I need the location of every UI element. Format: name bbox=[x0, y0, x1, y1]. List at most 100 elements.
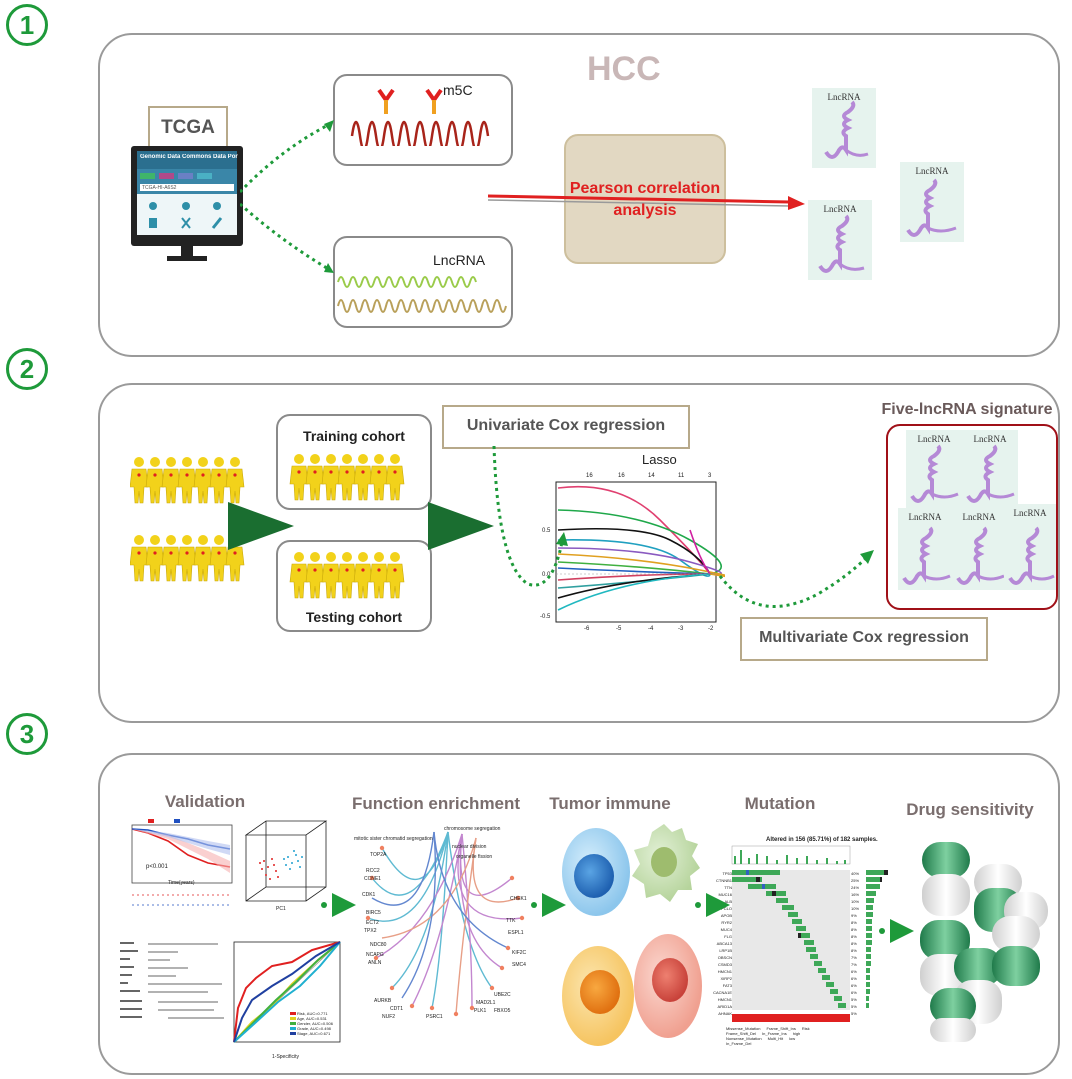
roc-xlabel: 1-Specificity bbox=[272, 1054, 299, 1060]
risk-legend-title: Risk bbox=[801, 1026, 810, 1031]
mutation-gene: ARID1A bbox=[717, 1004, 732, 1009]
lncrna-hairpin-icon bbox=[910, 444, 959, 503]
mutation-pct: 5% bbox=[851, 997, 857, 1002]
lncrna-card: LncRNA bbox=[808, 200, 872, 280]
testing-cohort-label: Testing cohort bbox=[305, 609, 403, 625]
lasso-top-tick: 16 bbox=[586, 473, 593, 479]
lncrna-card: LncRNA bbox=[898, 508, 952, 590]
km-pvalue: p<0.001 bbox=[146, 864, 168, 870]
roc-legend-item: Gender, AUC=0.506 bbox=[297, 1021, 333, 1026]
pearson-label: Pearson correlation analysis bbox=[569, 180, 721, 219]
mutation-legend-item: In_Frame_Ins bbox=[762, 1031, 787, 1036]
flow-arrow-icon bbox=[531, 893, 566, 917]
network-term: mitotic sister chromatid segregation bbox=[354, 836, 433, 842]
function-title: Function enrichment bbox=[351, 794, 521, 813]
mutation-gene: FAT3 bbox=[722, 983, 732, 988]
mutation-title: Mutation bbox=[744, 794, 816, 813]
multivariate-label: Multivariate Cox regression bbox=[759, 629, 969, 646]
roc-legend-item: Grade, AUC=0.498 bbox=[297, 1026, 331, 1031]
lncrna-hairpin-icon bbox=[906, 178, 957, 237]
risk-legend-item: high bbox=[792, 1031, 801, 1036]
mutation-pct: 5% bbox=[851, 1004, 857, 1009]
portal-title: Genomic Data Commons Data Portal bbox=[140, 154, 238, 160]
network-gene: PSRC1 bbox=[426, 1014, 443, 1020]
mutation-gene: TTN bbox=[724, 885, 732, 890]
model-arrow-icon bbox=[428, 502, 494, 550]
mutation-pct: 10% bbox=[851, 906, 860, 911]
lncrna-card: LncRNA bbox=[906, 430, 962, 508]
mutation-gene: MUC4 bbox=[720, 927, 732, 932]
lncrna-card-label: LncRNA bbox=[1013, 508, 1047, 518]
network-gene: TPX2 bbox=[364, 928, 377, 934]
pca-3d-plot bbox=[244, 820, 328, 902]
mutation-gene: CACNA1E bbox=[713, 990, 732, 995]
roc-legend: Risk, AUC=0.771 Age, AUC=0.531 Gender, A… bbox=[297, 1011, 333, 1036]
network-term: organelle fission bbox=[456, 854, 493, 860]
lncrna-hairpin-icon bbox=[956, 526, 1005, 585]
portal-search: TCGA-HI-A6S2 bbox=[142, 185, 177, 191]
lasso-title: Lasso bbox=[642, 452, 677, 467]
mutation-pct: 40% bbox=[851, 871, 860, 876]
risk-legend-item: low bbox=[789, 1036, 796, 1041]
panel-analysis bbox=[98, 753, 1060, 1075]
km-xlabel: Time(years) bbox=[168, 880, 195, 886]
lncrna-card-label: LncRNA bbox=[823, 204, 857, 214]
m5c-rna-icon bbox=[350, 88, 490, 146]
split-arrow-icon bbox=[228, 502, 294, 550]
mutation-pct: 6% bbox=[851, 990, 857, 995]
roc-legend-item: Age, AUC=0.531 bbox=[297, 1016, 327, 1021]
multivariate-box bbox=[740, 617, 988, 661]
mutation-header: Altered in 156 (85.71%) of 182 samples. bbox=[766, 837, 878, 843]
lncrna-card-label: LncRNA bbox=[827, 92, 861, 102]
mutation-gene: TP53 bbox=[722, 871, 732, 876]
lncrna-card: LncRNA bbox=[1004, 504, 1056, 590]
network-gene: CDT1 bbox=[390, 1006, 404, 1012]
network-gene: UBE2C bbox=[494, 992, 511, 998]
mutation-legend-item: Multi_Hit bbox=[767, 1036, 784, 1041]
mutation-legend-item: Missense_Mutation bbox=[726, 1026, 761, 1031]
lncrna-card: LncRNA bbox=[812, 88, 876, 168]
lncrna-card-label: LncRNA bbox=[973, 434, 1007, 444]
mutation-pct: 10% bbox=[851, 899, 860, 904]
network-gene: ECT2 bbox=[366, 920, 379, 926]
mutation-pct: 25% bbox=[851, 878, 860, 883]
network-gene: NDC80 bbox=[370, 942, 387, 948]
flow-arrow-icon bbox=[879, 919, 914, 943]
network-term: chromosome segregation bbox=[444, 826, 501, 832]
training-cohort-label: Training cohort bbox=[303, 428, 405, 444]
lncrna-card: LncRNA bbox=[962, 430, 1018, 508]
lncrna-hairpin-icon bbox=[824, 100, 869, 159]
network-gene: AURKB bbox=[374, 998, 392, 1004]
roc-plot bbox=[233, 941, 341, 1043]
mutation-gene: HMCN1 bbox=[717, 997, 732, 1002]
pca-xlabel: PC1 bbox=[276, 906, 286, 912]
mutation-pct: 24% bbox=[851, 885, 860, 890]
network-gene: NCAPG bbox=[366, 952, 384, 958]
network-gene: SMC4 bbox=[512, 962, 526, 968]
network-gene: KIF2C bbox=[512, 950, 527, 956]
mutation-gene: AHNAK bbox=[718, 1011, 732, 1016]
mutation-pct: 5% bbox=[851, 1011, 857, 1016]
lncrna-card-label: LncRNA bbox=[908, 512, 942, 522]
panel-model-construction bbox=[98, 383, 1060, 723]
mutation-gene: APOB bbox=[720, 913, 732, 918]
mutation-gene: LRP1B bbox=[719, 948, 732, 953]
lasso-top-tick: 16 bbox=[618, 473, 625, 479]
mutation-pct: 8% bbox=[851, 934, 857, 939]
validation-title: Validation bbox=[164, 792, 246, 811]
mutation-gene: FLG bbox=[724, 934, 732, 939]
enrichment-network bbox=[365, 831, 525, 1017]
flow-arrow-icon bbox=[321, 893, 356, 917]
univariate-box bbox=[442, 405, 690, 449]
lasso-y-tick: -0.5 bbox=[540, 614, 551, 620]
lasso-top-tick: 11 bbox=[678, 473, 685, 479]
mutation-pct-list: 40%25%24%16%10%10%9%8%8%8%8%8%7%7%6%6%6%… bbox=[851, 870, 865, 1017]
mutation-legend-item: In_Frame_Del bbox=[726, 1041, 752, 1046]
signature-title: Five-lncRNA signature bbox=[881, 401, 1053, 418]
hcc-title: HCC bbox=[587, 50, 661, 88]
network-gene: RCC2 bbox=[366, 868, 380, 874]
network-gene: CHEK1 bbox=[510, 896, 527, 902]
immune-cells-icon bbox=[562, 824, 702, 1046]
lncrna-strand-icon bbox=[337, 276, 507, 313]
